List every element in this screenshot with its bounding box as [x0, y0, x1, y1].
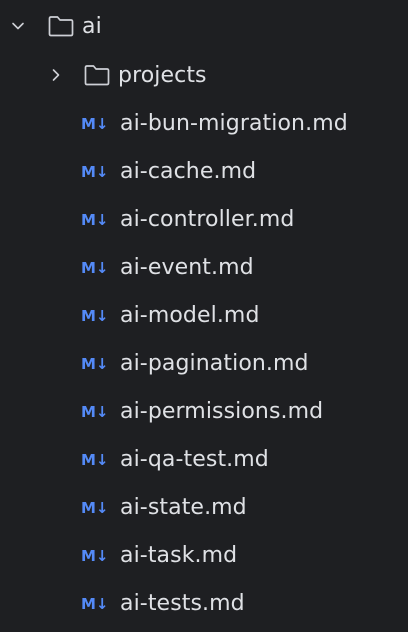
tree-file-row[interactable]: M↓ ai-pagination.md [0, 339, 408, 387]
tree-file-row[interactable]: M↓ ai-model.md [0, 291, 408, 339]
tree-node-label: ai [82, 13, 102, 39]
markdown-icon: M↓ [80, 447, 114, 471]
chevron-right-icon[interactable] [46, 65, 66, 85]
svg-text:M↓: M↓ [81, 259, 109, 277]
chevron-down-icon[interactable] [8, 16, 28, 36]
markdown-icon: M↓ [80, 159, 114, 183]
tree-node-label: projects [118, 62, 207, 88]
tree-file-label: ai-tests.md [120, 590, 245, 616]
svg-text:M↓: M↓ [81, 547, 109, 565]
markdown-icon: M↓ [80, 207, 114, 231]
svg-text:M↓: M↓ [81, 211, 109, 229]
tree-file-label: ai-task.md [120, 542, 238, 568]
tree-file-row[interactable]: M↓ ai-permissions.md [0, 387, 408, 435]
svg-text:M↓: M↓ [81, 307, 109, 325]
tree-file-row[interactable]: M↓ ai-event.md [0, 243, 408, 291]
svg-text:M↓: M↓ [81, 595, 109, 613]
tree-file-row[interactable]: M↓ ai-cache.md [0, 147, 408, 195]
folder-icon [46, 13, 76, 39]
tree-file-label: ai-controller.md [120, 206, 295, 232]
tree-file-row[interactable]: M↓ ai-bun-migration.md [0, 99, 408, 147]
tree-file-label: ai-event.md [120, 254, 254, 280]
tree-file-label: ai-state.md [120, 494, 247, 520]
tree-file-label: ai-pagination.md [120, 350, 309, 376]
tree-file-label: ai-permissions.md [120, 398, 324, 424]
markdown-icon: M↓ [80, 351, 114, 375]
tree-node-ai-folder[interactable]: ai [0, 2, 408, 50]
tree-node-projects-folder[interactable]: projects [0, 51, 408, 99]
markdown-icon: M↓ [80, 111, 114, 135]
tree-file-row[interactable]: M↓ ai-qa-test.md [0, 435, 408, 483]
markdown-icon: M↓ [80, 495, 114, 519]
markdown-icon: M↓ [80, 399, 114, 423]
tree-file-row[interactable]: M↓ ai-tests.md [0, 579, 408, 627]
markdown-icon: M↓ [80, 303, 114, 327]
tree-file-label: ai-model.md [120, 302, 260, 328]
markdown-icon: M↓ [80, 255, 114, 279]
svg-text:M↓: M↓ [81, 115, 109, 133]
tree-file-label: ai-cache.md [120, 158, 257, 184]
markdown-icon: M↓ [80, 543, 114, 567]
tree-file-label: ai-qa-test.md [120, 446, 269, 472]
svg-text:M↓: M↓ [81, 403, 109, 421]
svg-text:M↓: M↓ [81, 163, 109, 181]
tree-file-row[interactable]: M↓ ai-controller.md [0, 195, 408, 243]
markdown-icon: M↓ [80, 591, 114, 615]
svg-text:M↓: M↓ [81, 499, 109, 517]
svg-text:M↓: M↓ [81, 355, 109, 373]
tree-file-row[interactable]: M↓ ai-state.md [0, 483, 408, 531]
folder-icon [82, 62, 112, 88]
tree-file-label: ai-bun-migration.md [120, 110, 348, 136]
tree-file-row[interactable]: M↓ ai-task.md [0, 531, 408, 579]
svg-text:M↓: M↓ [81, 451, 109, 469]
